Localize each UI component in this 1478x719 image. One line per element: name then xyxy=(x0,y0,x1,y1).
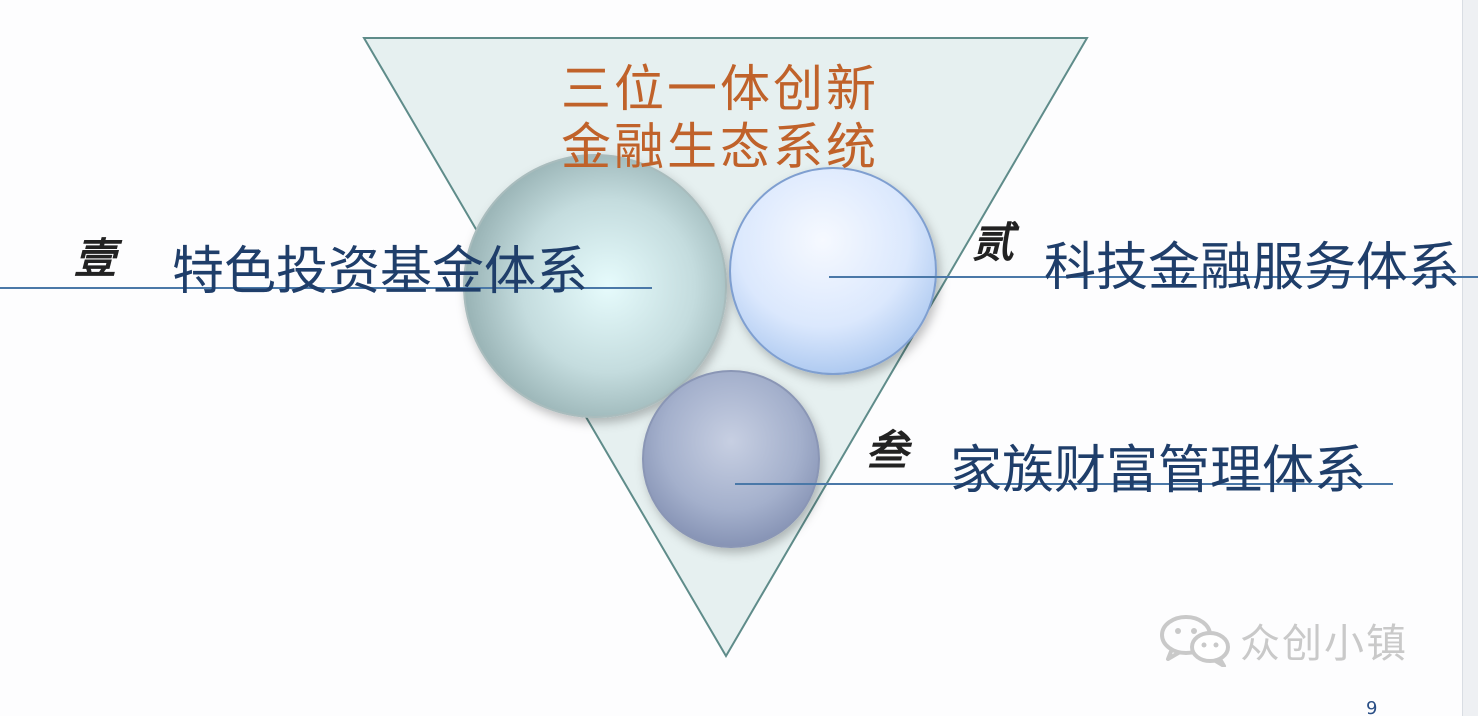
circle-tech-finance xyxy=(729,167,937,375)
numeral-three: 叁 xyxy=(866,426,909,475)
numeral-one: 壹 xyxy=(74,234,117,283)
diagram-title-line-1: 三位一体创新 xyxy=(561,60,879,118)
circle-family-wealth xyxy=(642,370,820,548)
window-edge xyxy=(1462,0,1478,716)
wechat-icon xyxy=(1160,615,1230,667)
watermark: 众创小镇 xyxy=(1158,612,1448,668)
watermark-text: 众创小镇 xyxy=(1240,621,1408,667)
label-tech-finance: 科技金融服务体系 xyxy=(1044,238,1461,298)
label-family-wealth: 家族财富管理体系 xyxy=(950,441,1367,501)
numeral-two: 贰 xyxy=(972,218,1015,267)
page-number: 9 xyxy=(1366,698,1378,719)
diagram-title-line-2: 金融生态系统 xyxy=(561,118,879,176)
label-investment-fund: 特色投资基金体系 xyxy=(172,242,589,302)
circle-investment-fund xyxy=(463,154,727,418)
